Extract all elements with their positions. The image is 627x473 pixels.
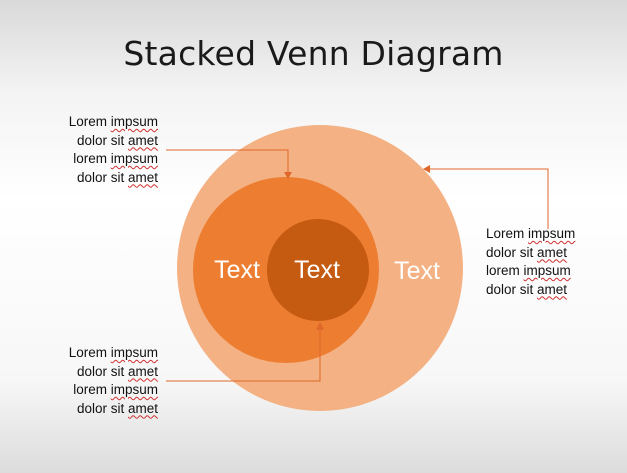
top-left-connector: [166, 149, 289, 174]
inner-circle-label: Text: [294, 256, 340, 284]
bottom-left-callout: Lorem impsum dolor sit amet lorem impsum…: [40, 344, 158, 418]
callout-line: lorem impsum: [73, 382, 158, 397]
callout-line: dolor sit amet: [486, 244, 568, 260]
right-connector-arrowhead: [423, 165, 430, 173]
callout-line: Lorem impsum: [486, 226, 576, 241]
callout-line: dolor sit amet: [486, 281, 568, 297]
right-connector: [428, 168, 549, 229]
bottom-left-connector: [166, 328, 321, 382]
slide-title: Stacked Venn Diagram: [123, 34, 504, 73]
right-callout: Lorem impsum dolor sit amet lorem impsum…: [486, 225, 611, 299]
callout-line: Lorem impsum: [68, 345, 158, 360]
callout-line: dolor sit amet: [76, 169, 158, 185]
top-left-callout: Lorem impsum dolor sit amet lorem impsum…: [40, 113, 158, 187]
callout-line: dolor sit amet: [76, 400, 158, 416]
callout-line: lorem impsum: [486, 263, 571, 278]
bottom-left-connector-arrowhead: [316, 322, 324, 330]
callout-line: dolor sit amet: [76, 363, 158, 379]
callout-line: lorem impsum: [73, 151, 158, 166]
outer-circle-label: Text: [394, 257, 440, 285]
middle-circle-label: Text: [214, 256, 260, 284]
inner-circle: [267, 219, 369, 321]
callout-line: Lorem impsum: [68, 114, 158, 129]
callout-line: dolor sit amet: [76, 132, 158, 148]
top-left-connector-arrowhead: [284, 172, 292, 179]
